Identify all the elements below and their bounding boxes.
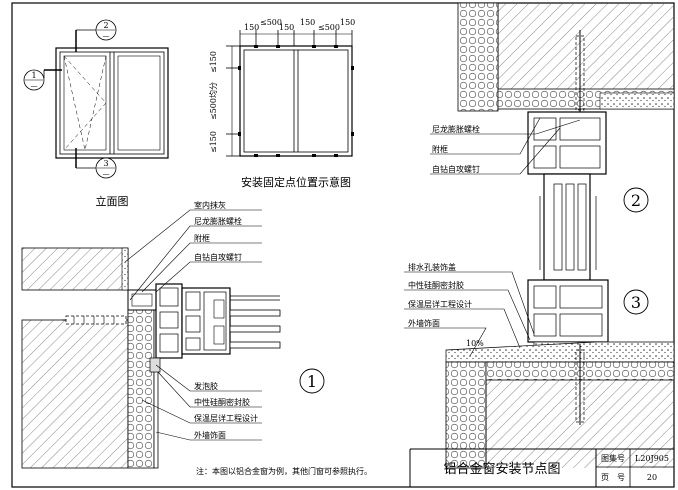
svg-text:—: — bbox=[103, 32, 110, 40]
svg-text:—: — bbox=[31, 82, 38, 90]
d1-label-sealant: 中性硅酮密封胶 bbox=[194, 397, 250, 407]
svg-text:2: 2 bbox=[631, 191, 641, 210]
elevation-caption: 立面图 bbox=[96, 194, 129, 208]
svg-text:—: — bbox=[103, 170, 110, 178]
dim-top-3: 150 bbox=[279, 23, 294, 32]
dim-side-1: ≤150 bbox=[209, 51, 218, 73]
detail-1-section bbox=[21, 209, 281, 469]
dim-top-6: 150 bbox=[340, 18, 355, 27]
detail-23-section bbox=[404, 2, 675, 469]
d23-label-insulation: 保温层详工程设计 bbox=[408, 299, 472, 309]
svg-text:3: 3 bbox=[631, 293, 641, 312]
d23-label-finish: 外墙饰面 bbox=[408, 318, 440, 328]
d1-label-finish: 外墙饰面 bbox=[194, 430, 226, 440]
marker-bottom-number: 3 bbox=[103, 159, 108, 168]
section-marker-top: 2 — bbox=[95, 19, 117, 41]
note-text: 注：本图以铝合金窗为例，其他门窗可参照执行。 bbox=[196, 466, 372, 476]
dim-top-2: ≤500 bbox=[260, 18, 282, 27]
d23-label-sealant: 中性硅酮密封胶 bbox=[408, 280, 464, 290]
dim-top-5: ≤500 bbox=[318, 23, 340, 32]
d1-label-anchor: 尼龙膨胀螺栓 bbox=[194, 216, 242, 226]
d1-label-plaster: 室内抹灰 bbox=[194, 200, 226, 210]
detail-1-marker: 1 bbox=[299, 368, 325, 394]
fixing-diagram bbox=[226, 30, 354, 157]
marker-top-number: 2 bbox=[103, 21, 108, 30]
atlas-value: L20J905 bbox=[635, 454, 669, 463]
d1-label-foam: 发泡胶 bbox=[194, 381, 218, 391]
page-value: 20 bbox=[647, 473, 657, 482]
drawing-title: 铝合金窗安装节点图 bbox=[443, 461, 560, 477]
d23-label-anchor: 尼龙膨胀螺栓 bbox=[432, 124, 480, 134]
dim-side-2: ≤500均分 bbox=[208, 82, 218, 120]
page-label: 页 号 bbox=[601, 473, 625, 482]
d23-label-subframe: 附框 bbox=[432, 144, 448, 154]
title-block bbox=[409, 448, 674, 487]
marker-left-number: 1 bbox=[31, 71, 36, 80]
d1-label-subframe: 附框 bbox=[194, 233, 210, 243]
sheet-frame bbox=[11, 2, 675, 488]
sill-slope: 10% bbox=[466, 339, 484, 348]
dim-side-3: ≤150 bbox=[209, 131, 218, 153]
elevation-view bbox=[43, 29, 169, 169]
d1-label-insulation: 保温层详工程设计 bbox=[194, 413, 258, 423]
d23-label-screw: 自钻自攻螺钉 bbox=[432, 164, 480, 174]
svg-text:1: 1 bbox=[307, 372, 317, 391]
dim-top-4: 150 bbox=[300, 18, 315, 27]
detail-3-marker: 3 bbox=[623, 289, 649, 315]
dim-top-1: 150 bbox=[244, 23, 259, 32]
fixing-caption: 安装固定点位置示意图 bbox=[241, 175, 351, 189]
d23-label-drain-cap: 排水孔装饰盖 bbox=[408, 262, 456, 272]
atlas-label: 图集号 bbox=[601, 453, 625, 463]
detail-2-marker: 2 bbox=[623, 187, 649, 213]
d1-label-screw: 自钻自攻螺钉 bbox=[194, 252, 242, 262]
section-marker-bottom: 3 — bbox=[95, 157, 117, 179]
section-marker-left: 1 — bbox=[23, 69, 45, 91]
